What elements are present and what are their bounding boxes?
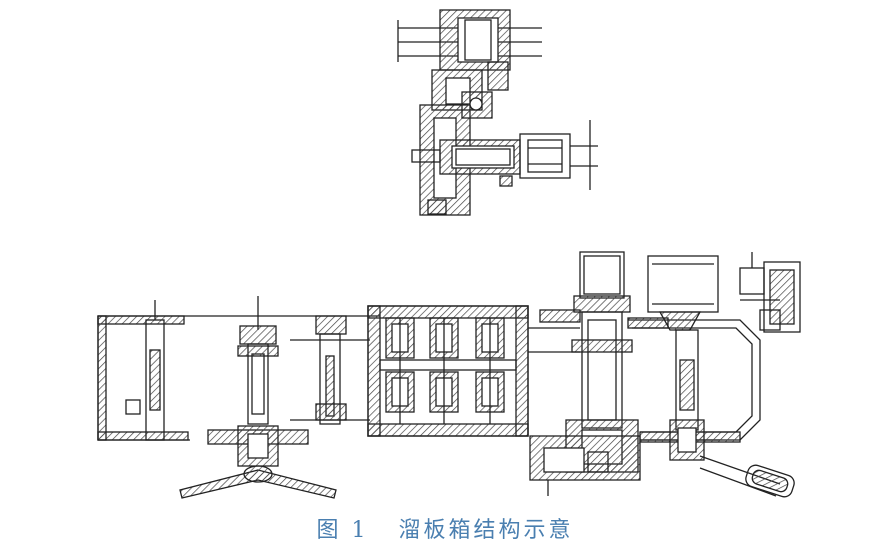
main-assembly bbox=[97, 251, 801, 499]
figure-caption: 图 1 溜板箱结构示意 bbox=[316, 518, 574, 543]
top-section-view bbox=[397, 9, 598, 216]
